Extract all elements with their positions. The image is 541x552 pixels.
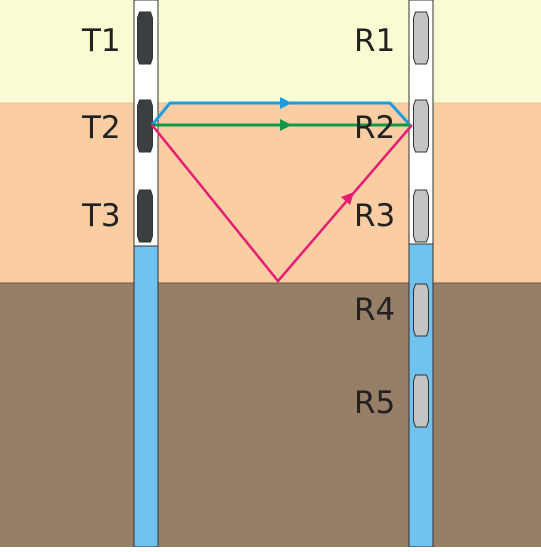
receiver-capsule-r1: [413, 11, 429, 65]
lower-soil-layer: [0, 283, 541, 547]
upper-soil-layer: [0, 0, 541, 103]
receiver-label-r5: R5: [354, 385, 396, 421]
receiver-label-r3: R3: [354, 198, 396, 234]
receiver-capsule-r5: [413, 374, 429, 428]
receiver-label-r2: R2: [354, 110, 396, 146]
transmitter-capsule-t3: [137, 189, 153, 243]
transmitter-capsule-t1: [137, 11, 153, 65]
transmitter-label-t1: T1: [82, 23, 121, 59]
receiver-capsule-r4: [413, 283, 429, 337]
left-borehole-water: [133, 245, 159, 548]
refracted-ray-arrow-icon: [280, 97, 292, 109]
reflected-ray-path: [151, 124, 413, 283]
ray-paths: [150, 97, 413, 283]
receiver-capsule-r2: [413, 99, 429, 153]
receiver-label-r1: R1: [354, 23, 396, 59]
direct-ray-arrow-icon: [280, 119, 292, 131]
receiver-capsule-r3: [413, 189, 429, 243]
transmitter-label-t2: T2: [82, 110, 121, 146]
receiver-label-r4: R4: [354, 292, 396, 328]
reflected-ray-arrow-icon: [341, 192, 354, 205]
transmitter-capsule-t2: [137, 99, 153, 153]
transmitters: [137, 11, 153, 243]
transmitter-label-t3: T3: [82, 198, 121, 234]
middle-soil-layer: [0, 103, 541, 283]
receivers: [413, 11, 429, 428]
